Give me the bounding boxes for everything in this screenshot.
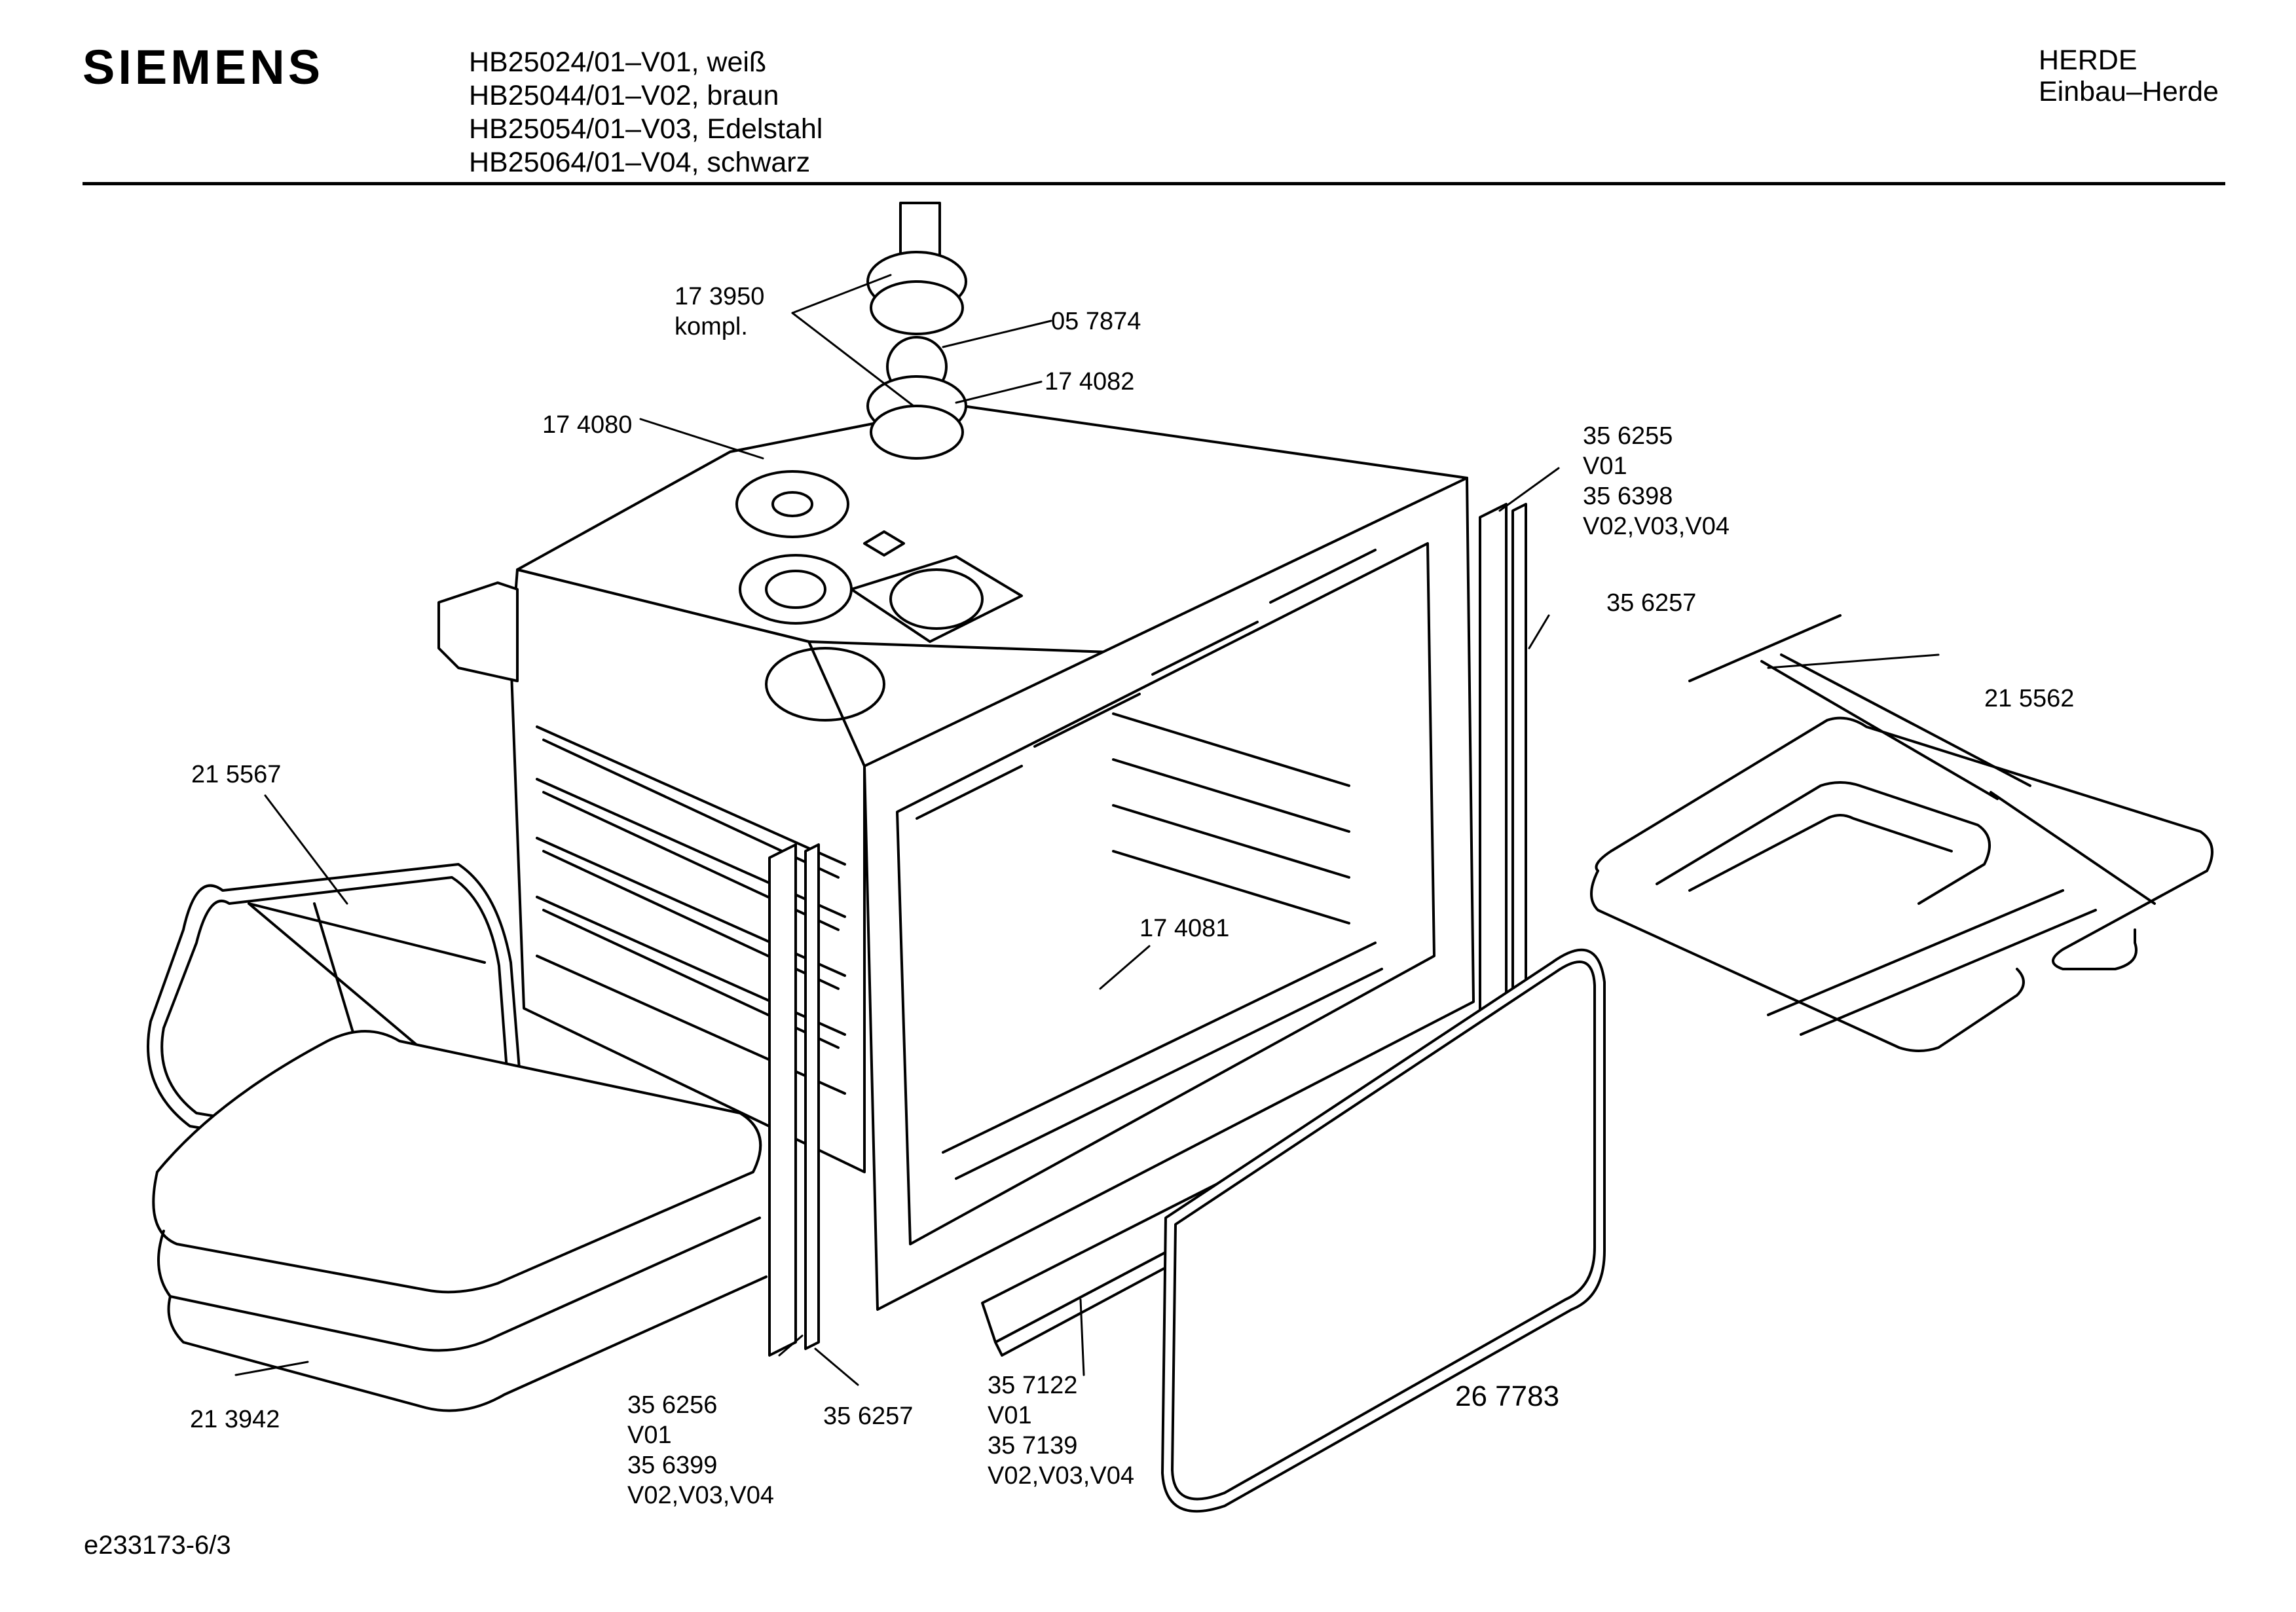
leader-lines	[234, 274, 1940, 1386]
part-label-356256: 35 6256 V01 35 6399 V02,V03,V04	[627, 1390, 774, 1511]
grill-heating-element	[1590, 614, 2213, 1052]
part-number: 17 4082	[1045, 368, 1135, 395]
part-label-356257-bottom: 35 6257	[823, 1401, 913, 1431]
part-number: 21 5567	[191, 761, 282, 788]
part-label-356257-right: 35 6257	[1606, 588, 1696, 618]
part-label-357122: 35 7122 V01 35 7139 V02,V03,V04	[988, 1370, 1134, 1491]
model-line: HB25064/01–V04, schwarz	[469, 147, 811, 178]
part-label-215567: 21 5567	[191, 760, 281, 790]
part-variant: V01	[1583, 452, 1627, 480]
part-number: 35 6255	[1583, 422, 1673, 450]
model-line: HB25024/01–V01, weiß	[469, 46, 767, 78]
part-number: 35 7122	[988, 1372, 1078, 1399]
category-title: HERDE	[2039, 45, 2138, 76]
model-list: HB25024/01–V01, weiß HB25044/01–V02, bra…	[469, 46, 823, 179]
part-label-174080: 17 4080	[542, 410, 632, 440]
part-variant: V01	[627, 1421, 672, 1449]
category-block: HERDE Einbau–Herde	[2039, 45, 2219, 107]
part-number: 17 4081	[1139, 915, 1230, 942]
baking-tray	[152, 1030, 768, 1412]
drawing-code: e233173-6/3	[84, 1531, 231, 1560]
model-line: HB25044/01–V02, braun	[469, 80, 779, 111]
part-number: 21 3942	[190, 1406, 280, 1433]
part-number: 35 6398	[1583, 483, 1673, 510]
part-number: 17 4080	[542, 411, 633, 439]
part-label-213942: 21 3942	[190, 1404, 280, 1435]
top-openings	[735, 470, 1023, 722]
part-label-215562: 21 5562	[1984, 684, 2074, 714]
part-number: 17 3950	[675, 283, 765, 310]
door-seal	[1161, 948, 1606, 1513]
part-label-173950: 17 3950 kompl.	[675, 282, 764, 342]
part-label-174082: 17 4082	[1045, 367, 1134, 397]
part-number: 35 7139	[988, 1432, 1078, 1459]
category-subtitle: Einbau–Herde	[2039, 76, 2219, 107]
part-number: 35 6257	[1606, 589, 1697, 617]
part-label-267783: 26 7783	[1455, 1382, 1559, 1412]
part-number: 05 7874	[1051, 308, 1141, 335]
part-number: 26 7783	[1455, 1380, 1560, 1412]
part-label-174081: 17 4081	[1139, 913, 1229, 943]
part-variant: V02,V03,V04	[988, 1462, 1134, 1490]
part-number: 21 5562	[1984, 685, 2075, 712]
part-note: kompl.	[675, 313, 748, 340]
oven-lamp-assembly	[866, 202, 967, 460]
part-variant: V02,V03,V04	[627, 1482, 774, 1509]
model-line: HB25054/01–V03, Edelstahl	[469, 113, 823, 145]
part-label-057874: 05 7874	[1051, 306, 1141, 337]
header-divider	[83, 182, 2225, 185]
oven-cavity	[437, 405, 1475, 1311]
part-variant: V02,V03,V04	[1583, 513, 1730, 540]
part-number: 35 6257	[823, 1402, 914, 1430]
siemens-logo: SIEMENS	[83, 40, 324, 94]
part-variant: V01	[988, 1402, 1032, 1429]
part-label-356255: 35 6255 V01 35 6398 V02,V03,V04	[1583, 421, 1730, 541]
part-number: 35 6399	[627, 1452, 718, 1479]
part-number: 35 6256	[627, 1391, 718, 1419]
